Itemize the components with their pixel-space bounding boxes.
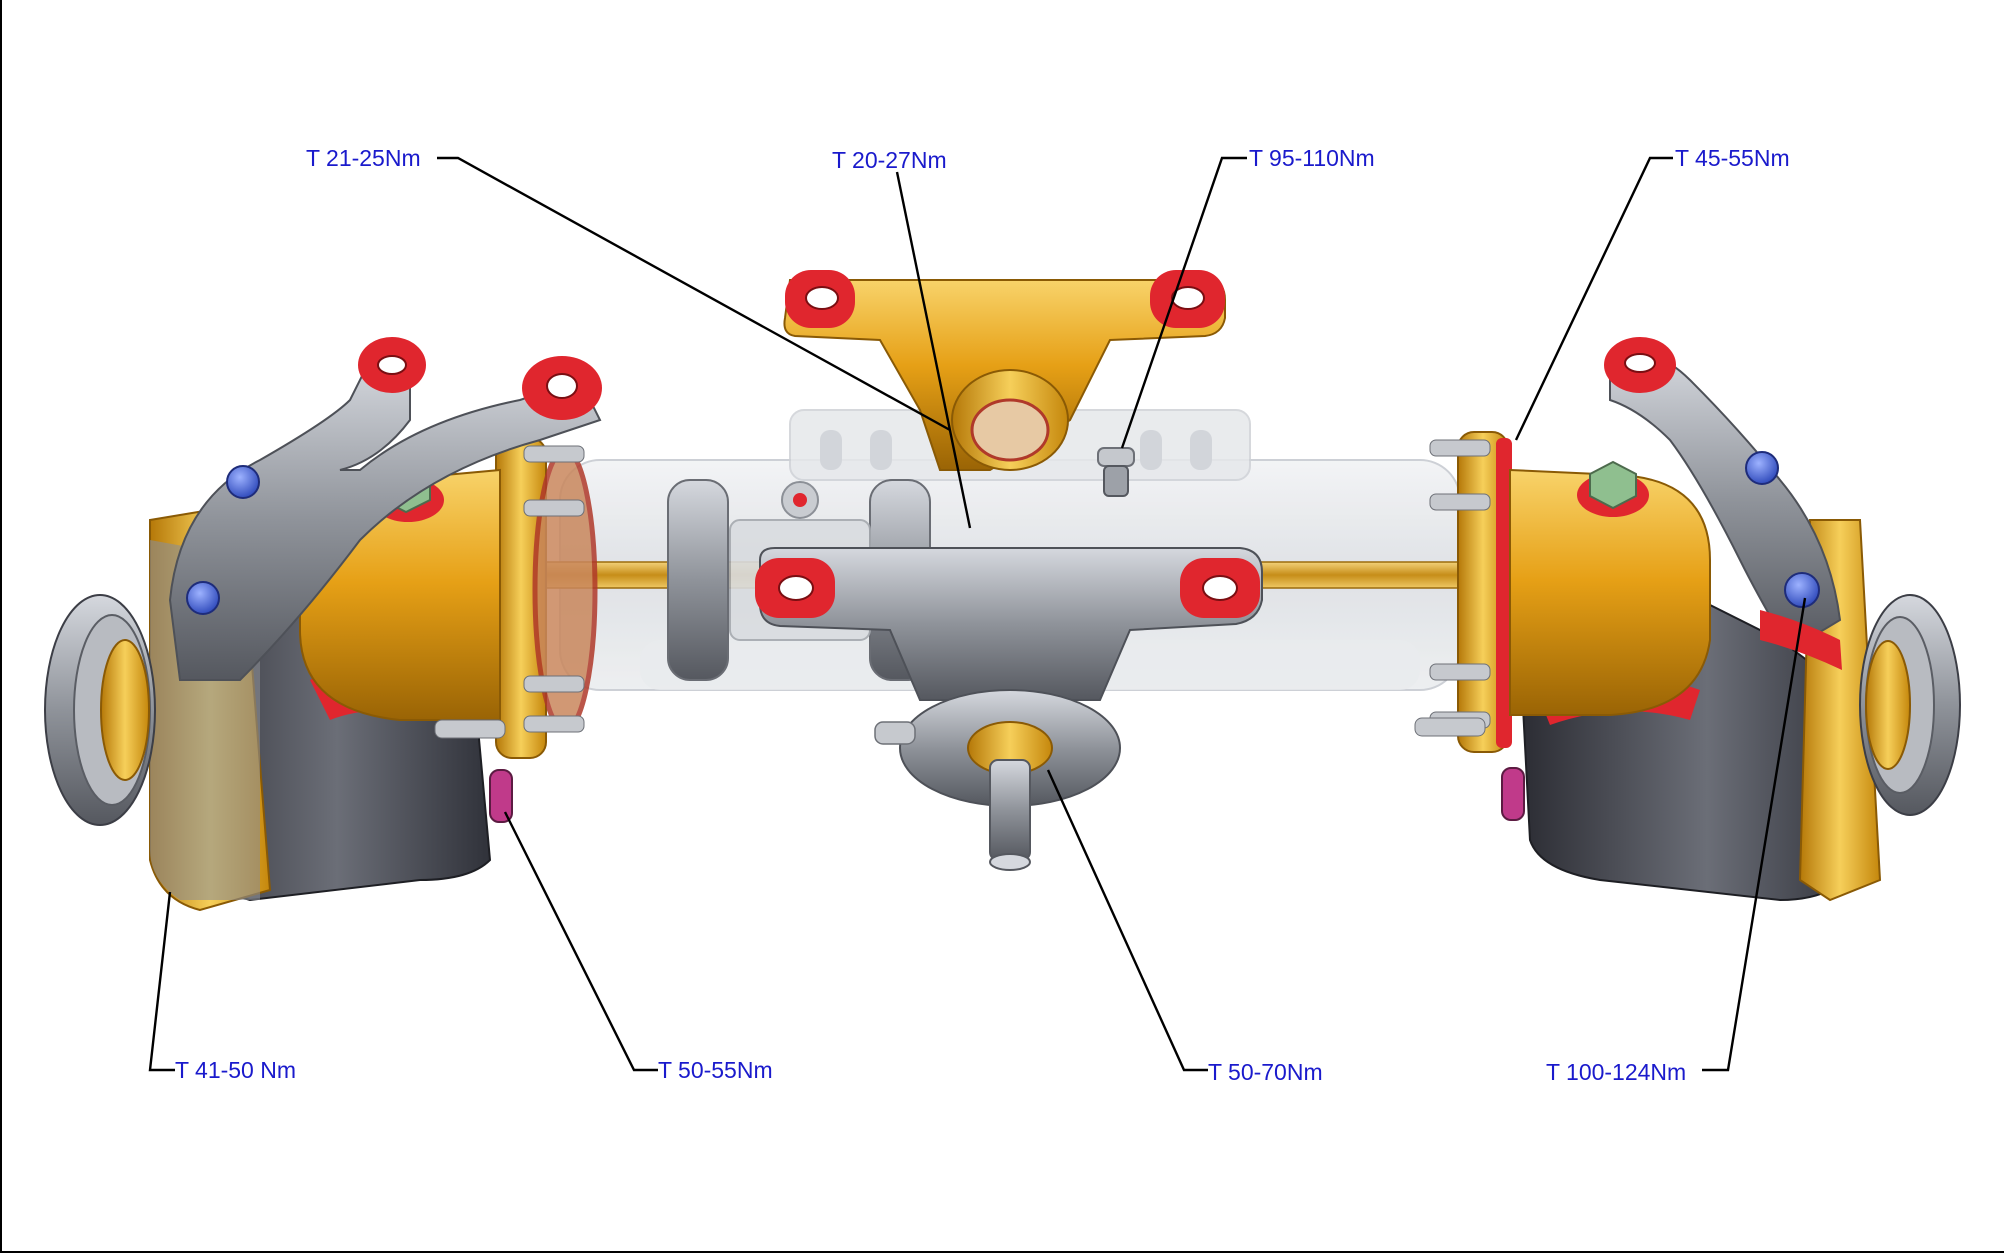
right-flange [1429, 431, 1512, 753]
torque-labels: T 21-25Nm T 20-27Nm T 95-110Nm T 45-55Nm… [175, 145, 1790, 1085]
leader-line-t3 [1120, 156, 1247, 449]
left-steering-arm [168, 337, 602, 681]
leader-line-t1 [437, 156, 951, 432]
torque-label-t3: T 95-110Nm [1249, 145, 1375, 171]
breather-valve [1097, 447, 1135, 497]
leader-lines [148, 156, 1807, 1072]
torque-label-t8: T 100-124Nm [1546, 1059, 1686, 1085]
torque-label-t5: T 41-50 Nm [175, 1057, 296, 1083]
torque-label-t6: T 50-55Nm [658, 1057, 773, 1083]
right-drain-plug [1501, 767, 1525, 821]
leader-line-t8 [1702, 597, 1807, 1072]
leader-line-t7 [1046, 769, 1208, 1072]
leader-line-t6 [503, 811, 658, 1072]
right-hub-housing [1509, 460, 1711, 716]
axle-artwork [44, 270, 1961, 912]
upper-mount-bracket [783, 270, 1226, 471]
left-drain-plug [489, 769, 513, 823]
right-stud [1414, 717, 1486, 737]
right-steering-arm [1604, 337, 1842, 670]
left-stud [434, 719, 506, 739]
torque-label-t7: T 50-70Nm [1208, 1059, 1323, 1085]
torque-label-t4: T 45-55Nm [1675, 145, 1790, 171]
leader-line-t2 [895, 171, 972, 529]
lower-crossmember [755, 547, 1263, 871]
torque-label-t2: T 20-27Nm [832, 147, 947, 173]
leader-line-t4 [1514, 156, 1673, 441]
torque-label-t1: T 21-25Nm [306, 145, 421, 171]
left-flange [495, 437, 598, 759]
leader-line-t5 [148, 891, 175, 1072]
